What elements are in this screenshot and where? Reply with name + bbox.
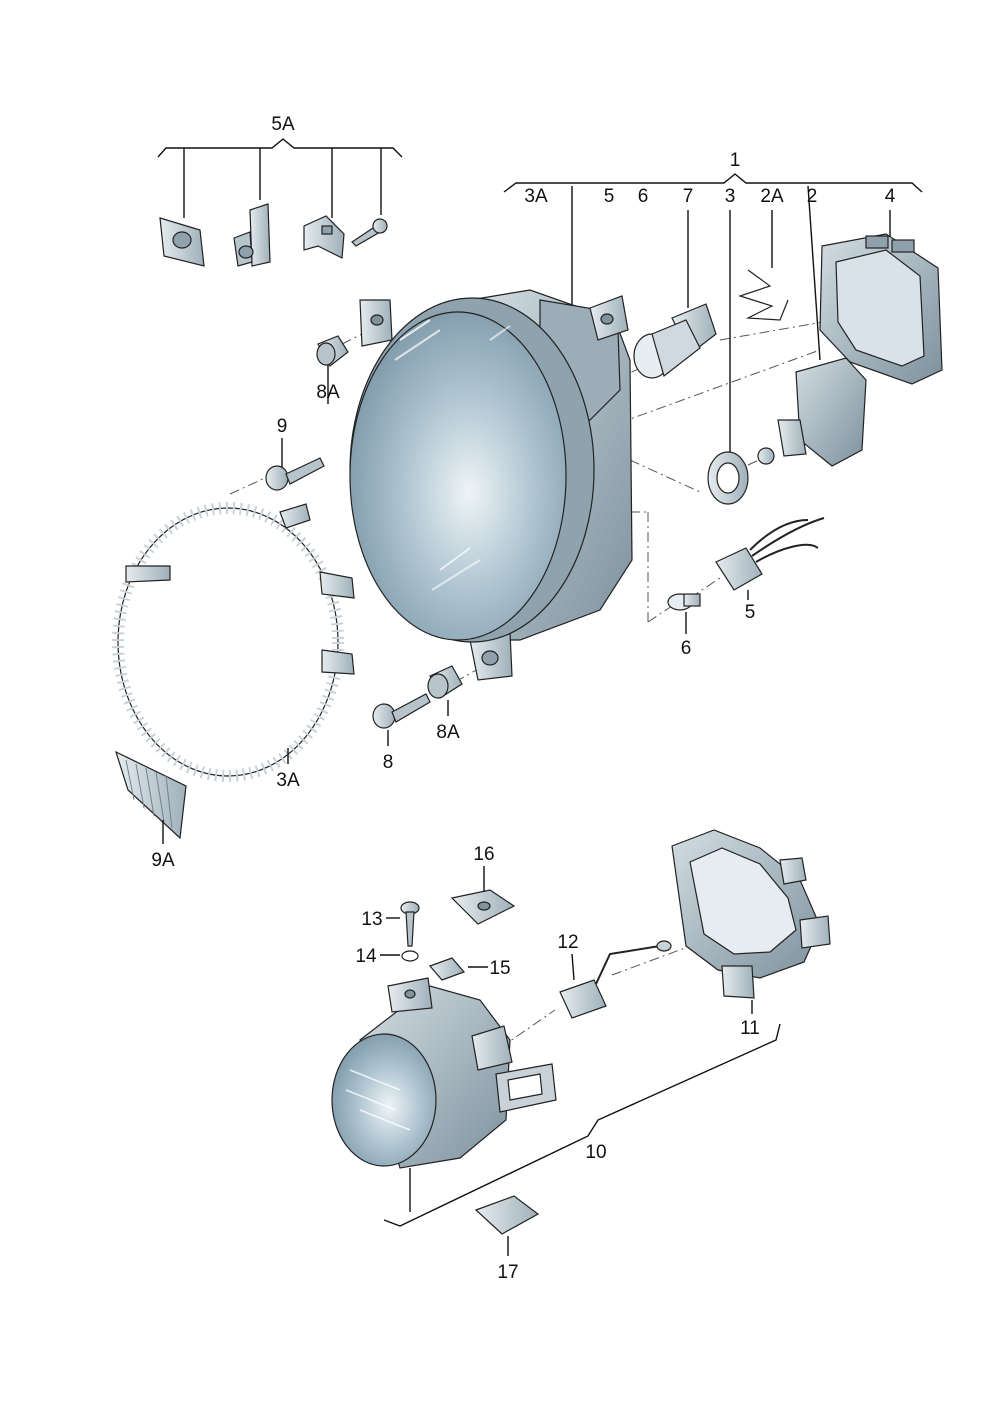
seal-part-4 — [819, 233, 943, 385]
cap-part-2 — [757, 357, 867, 467]
callout-11: 11 — [740, 1018, 760, 1039]
group-1: 1 3A 5 6 7 3 2A 2 4 — [503, 150, 923, 456]
spring-nut-part — [233, 203, 271, 267]
nut-part-8a-bottom — [427, 665, 463, 699]
callout-6: 6 — [681, 638, 692, 659]
callout-17: 17 — [497, 1262, 518, 1283]
trim-part-9a — [115, 750, 187, 840]
callout-9a: 9A — [151, 850, 175, 871]
screw-part-9 — [265, 457, 325, 491]
clip-part-16 — [450, 889, 516, 925]
callout-3a-top: 3A — [524, 186, 548, 207]
callout-4: 4 — [885, 186, 896, 207]
wire-clip-part-2a — [738, 269, 789, 321]
callout-2: 2 — [807, 186, 818, 207]
callout-12: 12 — [557, 932, 578, 953]
retaining-ring-part-3 — [707, 451, 749, 505]
group-5a: 5A — [157, 114, 403, 267]
callout-7: 7 — [683, 186, 694, 207]
nut-part-8a-top — [316, 335, 349, 367]
callout-15: 15 — [489, 958, 510, 979]
callout-14: 14 — [355, 946, 377, 967]
callout-1: 1 — [730, 150, 741, 171]
socket-part-5 — [715, 517, 825, 591]
callout-3a-ring: 3A — [276, 770, 300, 791]
headlight-housing — [349, 289, 633, 681]
headlight-lens — [349, 311, 567, 641]
screw-part-13 — [400, 901, 420, 947]
leader-2 — [807, 185, 821, 361]
clip-part-15 — [428, 957, 466, 981]
fog-lamp-lens — [331, 1033, 437, 1167]
screw-5a-part — [351, 218, 388, 247]
fog-bulb-part-12 — [559, 940, 672, 1019]
callout-3: 3 — [725, 186, 736, 207]
callout-2a: 2A — [760, 186, 784, 207]
bracket-5a — [157, 138, 403, 158]
callout-6-top: 6 — [638, 186, 649, 207]
fog-lamp-housing — [331, 977, 557, 1169]
callout-13: 13 — [361, 909, 382, 930]
washer-part-14 — [401, 950, 419, 962]
small-bulb-part-6 — [667, 593, 701, 611]
callout-5a: 5A — [271, 114, 295, 135]
mounting-ring-part-3a — [112, 502, 355, 782]
screw-part-8 — [372, 693, 431, 729]
callout-9: 9 — [277, 416, 288, 437]
callout-5-top: 5 — [604, 186, 615, 207]
bracket-10 — [383, 1023, 781, 1227]
clip-nut-part — [159, 217, 205, 267]
callout-10: 10 — [585, 1142, 606, 1163]
bulb-part-7 — [633, 303, 717, 379]
clip-part-17 — [474, 1195, 540, 1235]
callout-5: 5 — [745, 602, 756, 623]
callout-8: 8 — [383, 752, 394, 773]
callout-16: 16 — [473, 844, 494, 865]
callout-8a-bottom: 8A — [436, 722, 460, 743]
bracket-nut-part — [303, 215, 345, 259]
bulb-holder-part-11 — [671, 829, 831, 999]
bracket-1 — [503, 173, 923, 193]
